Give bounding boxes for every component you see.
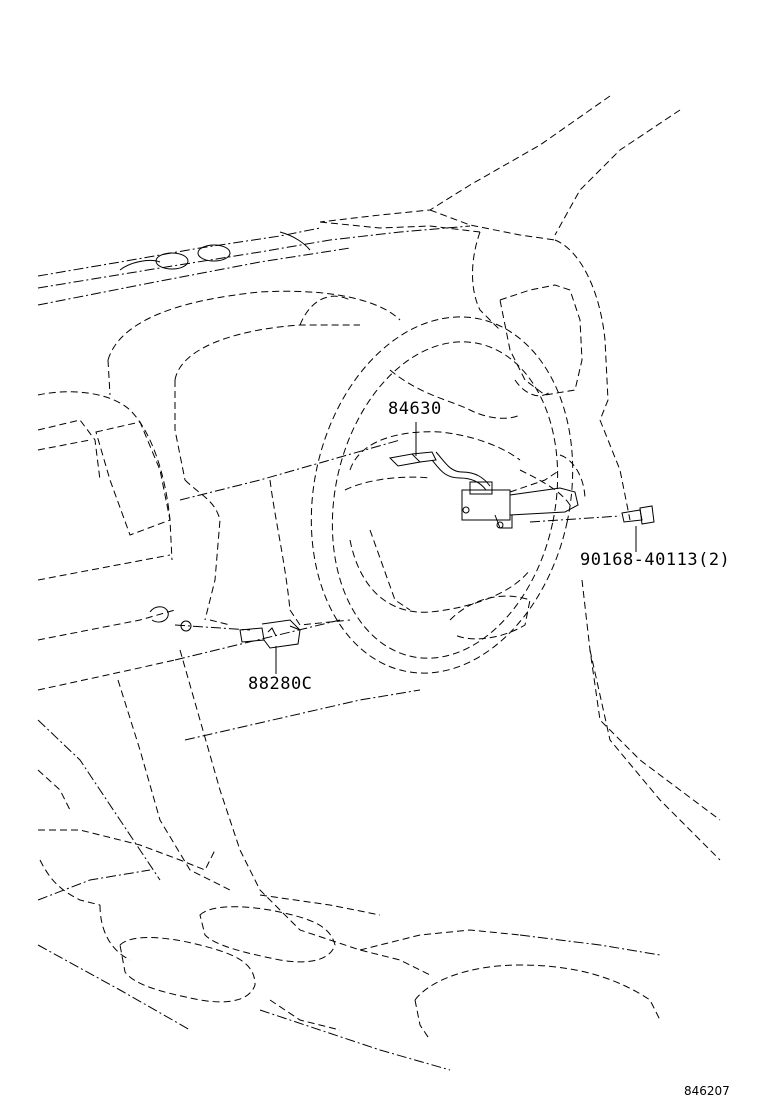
left-vent-panel <box>37 391 176 691</box>
dashboard-top <box>37 221 481 306</box>
diagram-reference-number: 846207 <box>684 1084 730 1098</box>
center-dash <box>149 439 401 632</box>
part-label-90168-40113: 90168-40113(2) <box>580 550 731 570</box>
horn-switch-part <box>388 451 491 491</box>
right-pillar <box>472 231 721 861</box>
lower-console <box>37 619 661 1071</box>
sensor-part <box>239 619 301 649</box>
steering-wheel <box>310 316 586 674</box>
combination-switch <box>461 469 621 529</box>
part-label-88280c: 88280C <box>248 674 313 694</box>
instrument-hood <box>107 290 401 481</box>
part-label-84630: 84630 <box>388 399 442 419</box>
leader-lines <box>275 422 637 674</box>
bolt-part <box>621 505 655 525</box>
windshield-outline <box>319 95 681 241</box>
